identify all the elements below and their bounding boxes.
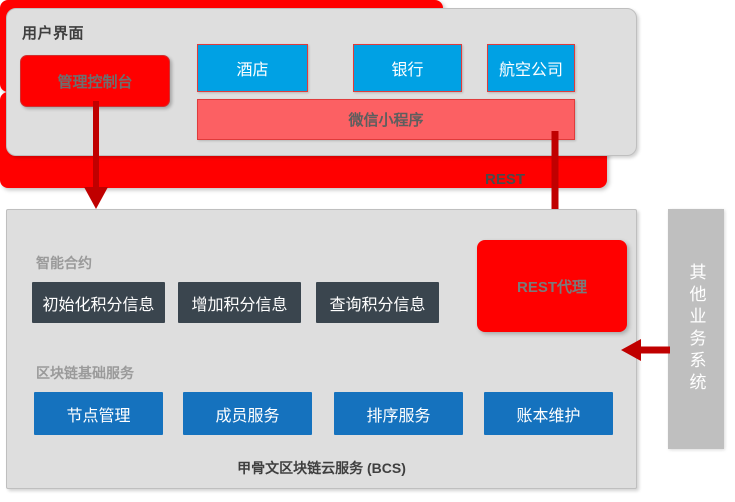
app-box-airline[interactable]: 航空公司	[487, 44, 575, 92]
app-box-bank[interactable]: 银行	[353, 44, 462, 92]
smart-contract-item-add[interactable]: 增加积分信息	[178, 282, 301, 323]
other-business-systems-box[interactable]: 其他业务系统	[668, 209, 724, 449]
blockchain-service-ledger[interactable]: 账本维护	[484, 392, 613, 435]
bcs-caption: 甲骨文区块链云服务 (BCS)	[237, 460, 406, 476]
smart-contract-label: 智能合约	[36, 255, 92, 271]
smart-contract-item-init[interactable]: 初始化积分信息	[32, 282, 165, 323]
other-business-systems-label: 其他业务系统	[686, 263, 706, 395]
app-label-hotel: 酒店	[236, 62, 269, 79]
rest-proxy-box[interactable]: REST代理	[477, 240, 627, 332]
smart-contract-item-query-label: 查询积分信息	[329, 296, 426, 314]
admin-console-box[interactable]: 管理控制台	[20, 55, 170, 107]
smart-contract-item-query[interactable]: 查询积分信息	[316, 282, 439, 323]
app-label-airline: 航空公司	[498, 62, 563, 79]
wechat-miniprogram-label: 微信小程序	[348, 112, 424, 129]
blockchain-services-label: 区块链基础服务	[36, 365, 134, 381]
rest-proxy-label: REST代理	[516, 278, 587, 296]
smart-contract-item-init-label: 初始化积分信息	[42, 296, 155, 314]
arrow-admin-to-bcs	[84, 101, 108, 209]
blockchain-service-ordering-label: 排序服务	[366, 407, 431, 425]
arrow-other-systems-to-bcs	[621, 339, 670, 361]
smart-contract-item-add-label: 增加积分信息	[191, 296, 288, 314]
blockchain-service-ordering[interactable]: 排序服务	[334, 392, 463, 435]
admin-console-label: 管理控制台	[57, 73, 133, 91]
blockchain-service-node-mgmt-label: 节点管理	[66, 407, 131, 425]
blockchain-service-ledger-label: 账本维护	[516, 407, 581, 425]
app-box-hotel[interactable]: 酒店	[197, 44, 308, 92]
blockchain-service-member[interactable]: 成员服务	[183, 392, 312, 435]
user-interface-title: 用户界面	[22, 25, 85, 42]
app-label-bank: 银行	[391, 62, 424, 79]
blockchain-service-node-mgmt[interactable]: 节点管理	[34, 392, 163, 435]
wechat-miniprogram-box[interactable]: 微信小程序	[197, 99, 575, 140]
blockchain-service-member-label: 成员服务	[215, 407, 280, 425]
rest-connector-label: REST	[485, 171, 526, 188]
